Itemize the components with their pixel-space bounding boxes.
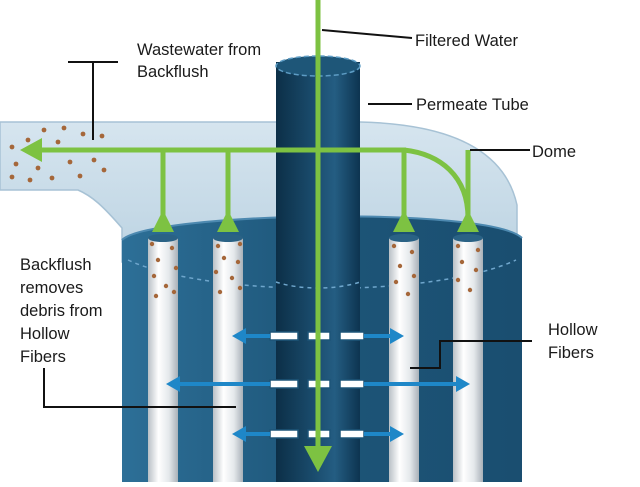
label-hollow-fibers-line2: Fibers — [548, 344, 594, 362]
backflush-flow-arrows — [20, 0, 479, 472]
permeate-slot — [269, 429, 299, 439]
hollow-fiber — [389, 238, 419, 482]
label-wastewater-line2: Backflush — [137, 63, 209, 81]
filtration-arrowhead-left — [166, 376, 180, 392]
fiber-top — [148, 234, 178, 242]
leader-hollow-fibers — [410, 340, 532, 369]
label-filtered-water: Filtered Water — [415, 32, 519, 50]
leader-lines — [43, 29, 532, 408]
permeate-slot — [339, 331, 365, 341]
label-backflush-line1: Backflush — [20, 256, 92, 274]
hollow-fiber — [453, 238, 483, 482]
permeate-slot — [339, 429, 365, 439]
label-backflush-line2: removes — [20, 279, 83, 297]
hollow-fiber — [213, 238, 243, 482]
filtration-arrowhead-right — [390, 426, 404, 442]
hollow-fibers — [148, 234, 483, 482]
filtered-water-arrowhead — [304, 446, 332, 472]
label-permeate-tube: Permeate Tube — [416, 96, 529, 114]
label-backflush-line5: Fibers — [20, 348, 66, 366]
label-backflush-line4: Hollow — [20, 325, 70, 343]
debris-particles — [9, 125, 481, 299]
label-hollow-fibers-line1: Hollow — [548, 321, 598, 339]
label-backflush-line3: debris from — [20, 302, 103, 320]
backflush-riser-arrowhead — [457, 210, 479, 232]
backflush-outlet-arrowhead — [20, 138, 42, 162]
permeate-slot — [269, 379, 299, 389]
backflush-riser-arrowhead — [217, 210, 239, 232]
leader-wastewater — [68, 61, 118, 140]
permeate-slot — [269, 331, 299, 341]
leader-filtered-water — [321, 29, 413, 39]
fiber-top — [453, 234, 483, 242]
filtration-arrowhead-right — [456, 376, 470, 392]
leader-backflush — [43, 368, 236, 408]
filtration-arrowhead-left — [232, 328, 246, 344]
backflush-riser-arrowhead — [152, 210, 174, 232]
filtration-arrowhead-left — [232, 426, 246, 442]
permeate-slot — [339, 379, 365, 389]
label-dome: Dome — [532, 143, 576, 161]
hollow-fiber — [148, 238, 178, 482]
filtration-arrowhead-right — [390, 328, 404, 344]
backflush-riser-arrowhead — [393, 210, 415, 232]
label-wastewater-line1: Wastewater from — [137, 41, 261, 59]
fiber-top — [389, 234, 419, 242]
fiber-top — [213, 234, 243, 242]
